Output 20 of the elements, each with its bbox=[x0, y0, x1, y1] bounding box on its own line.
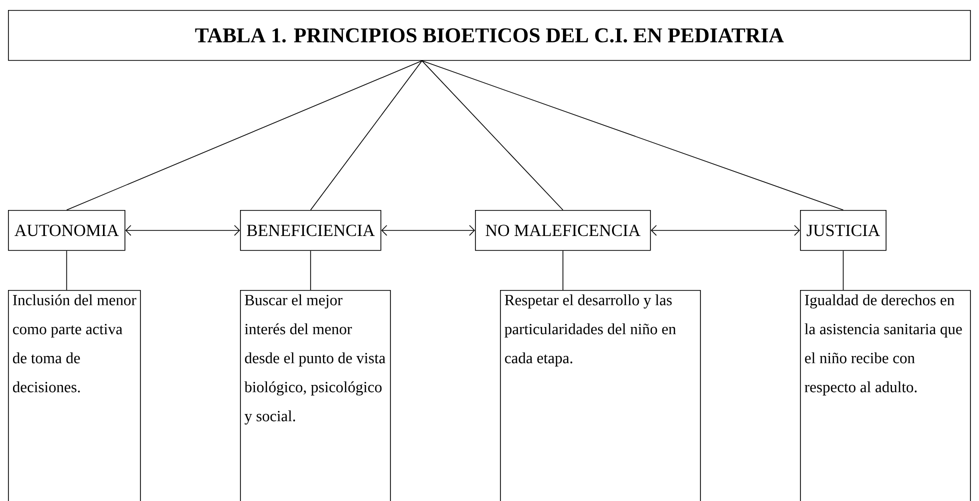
description-box: Igualdad de derechos en la asistencia sanitaria que el niño recibe con respecto al adulto. bbox=[800, 290, 971, 501]
description-box: Buscar el mejor interés del menor desde el punto de vista biológico, psicológico y social. bbox=[240, 290, 391, 501]
principle-box: AUTONOMIA bbox=[8, 210, 126, 251]
connector-line bbox=[310, 60, 422, 210]
principle-box: JUSTICIA bbox=[800, 210, 886, 251]
principle-box: BENEFICIENCIA bbox=[240, 210, 382, 251]
connector-line bbox=[66, 250, 68, 290]
double-arrow bbox=[125, 225, 240, 236]
double-arrow bbox=[650, 225, 800, 236]
connector-line bbox=[66, 60, 422, 210]
double-arrow bbox=[381, 225, 475, 236]
connector-line bbox=[422, 60, 564, 210]
description-box: Respetar el desarrollo y las particularidades del niño en cada etapa. bbox=[500, 290, 701, 501]
connector-line bbox=[310, 250, 312, 290]
connector-line bbox=[562, 250, 564, 290]
title-box: TABLA 1. PRINCIPIOS BIOETICOS DEL C.I. EN PEDIATRIA bbox=[8, 10, 971, 61]
principle-box: NO MALEFICENCIA bbox=[475, 210, 651, 251]
description-box: Inclusión del menor como parte activa de toma de decisiones. bbox=[8, 290, 141, 501]
connector-line bbox=[422, 60, 844, 210]
connector-line bbox=[842, 250, 844, 290]
